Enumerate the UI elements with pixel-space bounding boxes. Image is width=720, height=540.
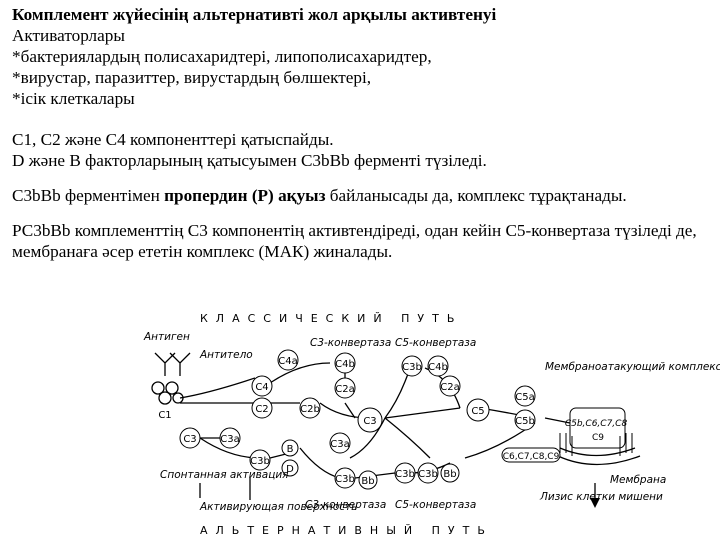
- complement-pathway-diagram: С1 С4а С4 С4b С2а С2 С2b С3 С3а С3b С4b …: [143, 312, 720, 537]
- activators-heading: Активаторлары: [12, 26, 125, 45]
- svg-text:С5b: С5b: [515, 416, 535, 427]
- svg-text:С3b: С3b: [418, 469, 438, 480]
- svg-text:С1: С1: [158, 410, 171, 421]
- node-c3b-ba: С3b: [334, 467, 356, 489]
- node-c5b: С5b: [514, 409, 536, 431]
- lysis-label: Лизис клетки мишени: [539, 491, 663, 503]
- svg-text:С3b: С3b: [250, 456, 270, 467]
- node-bb: Bb: [358, 470, 378, 490]
- classic-path-label: КЛАССИЧЕСКИЙ ПУТЬ: [200, 312, 462, 325]
- activating-surface-label: Активирующая поверхность: [199, 501, 357, 513]
- svg-text:С2а: С2а: [440, 382, 459, 393]
- svg-text:С3: С3: [363, 416, 376, 427]
- node-c4b: С4b: [334, 352, 356, 374]
- c5-convertase-bottom-label: С5-конвертаза: [395, 499, 476, 511]
- node-c2b: С2b: [299, 397, 321, 419]
- paragraph-1-line-1: С1, С2 және С4 компоненттері қатыспайды.: [12, 130, 334, 149]
- svg-text:С5: С5: [471, 406, 484, 417]
- node-c3b-right2: С3b: [417, 462, 439, 484]
- node-c2a-right: С2а: [439, 375, 461, 397]
- svg-text:С3b: С3b: [395, 469, 415, 480]
- spontaneous-label: Спонтанная активация: [160, 469, 288, 481]
- paragraph-2: С3bBb ферментімен пропердин (Р) ақуыз ба…: [12, 185, 717, 206]
- node-c3-left: С3: [179, 427, 201, 449]
- svg-text:С4b: С4b: [335, 359, 355, 370]
- slide-text: Комплемент жүйесінің альтернативті жол а…: [12, 4, 717, 262]
- activator-item: *ісік клеткалары: [12, 89, 135, 108]
- svg-text:С2: С2: [255, 404, 268, 415]
- p2-suffix: байланысады да, комплекс тұрақтанады.: [325, 186, 627, 205]
- svg-text:С4b: С4b: [428, 362, 448, 373]
- node-c3: С3: [357, 407, 383, 433]
- svg-text:С3а: С3а: [220, 434, 239, 445]
- svg-text:С2а: С2а: [335, 384, 354, 395]
- antibody-label: Антитело: [199, 349, 253, 361]
- membrane-label: Мембрана: [610, 474, 666, 486]
- svg-text:С3b: С3b: [402, 362, 422, 373]
- node-c2: С2: [251, 397, 273, 419]
- svg-text:С3а: С3а: [330, 439, 349, 450]
- svg-text:С6,С7,С8,С9: С6,С7,С8,С9: [503, 452, 560, 462]
- svg-text:D: D: [286, 464, 294, 475]
- antibody-icon: [151, 352, 191, 405]
- node-c4a: С4а: [277, 349, 299, 371]
- svg-text:С9: С9: [592, 433, 604, 443]
- mac-complex: С5b,С6,С7,С8 С9 С6,С7,С8,С9: [501, 407, 641, 466]
- node-c3a-left: С3а: [219, 427, 241, 449]
- paragraph-1-line-2: D және В факторларының қатысуымен С3bBb …: [12, 151, 487, 170]
- node-c2a-top: С2а: [334, 377, 356, 399]
- paragraph-3: РС3bBb комплементтің С3 компонентің акти…: [12, 221, 697, 261]
- mac-label: Мембраноатакующий комплекс: [545, 361, 720, 373]
- svg-text:С3: С3: [183, 434, 196, 445]
- activator-item: *вирустар, паразиттер, вирустардың бөлше…: [12, 68, 372, 87]
- alternative-path-label: АЛЬТЕРНАТИВНЫЙ ПУТЬ: [200, 524, 493, 537]
- node-c5: С5: [466, 398, 490, 422]
- c3-convertase-bottom-label: С3-конвертаза: [305, 499, 386, 511]
- c3-convertase-top-label: С3-конвертаза: [310, 337, 391, 349]
- svg-text:B: B: [287, 444, 294, 455]
- node-c3b-low: С3b: [249, 449, 271, 471]
- svg-text:С4а: С4а: [278, 356, 297, 367]
- svg-text:С2b: С2b: [300, 404, 320, 415]
- svg-text:Bb: Bb: [361, 476, 374, 487]
- svg-text:С5b,С6,С7,С8: С5b,С6,С7,С8: [565, 419, 628, 429]
- activator-item: *бактериялардың полисахаридтері, липопол…: [12, 47, 432, 66]
- antigen-label: Антиген: [143, 331, 190, 343]
- svg-text:С4: С4: [255, 382, 268, 393]
- node-c3a-mid: С3а: [329, 432, 351, 454]
- svg-text:С3b: С3b: [335, 474, 355, 485]
- c5-convertase-top-label: С5-конвертаза: [395, 337, 476, 349]
- p2-prefix: С3bBb ферментімен: [12, 186, 165, 205]
- node-c5a: С5а: [514, 385, 536, 407]
- svg-text:Bb: Bb: [443, 469, 456, 480]
- svg-text:С5а: С5а: [515, 392, 534, 403]
- p2-bold: пропердин (Р) ақуыз: [164, 186, 326, 205]
- node-b: B: [281, 439, 299, 457]
- node-c4: С4: [251, 375, 273, 397]
- node-bb2: Bb: [440, 463, 460, 483]
- node-d: D: [281, 459, 299, 477]
- node-c3b-top: С3b: [401, 355, 423, 377]
- slide-title: Комплемент жүйесінің альтернативті жол а…: [12, 5, 497, 24]
- node-c4b-2: С4b: [427, 355, 449, 377]
- node-c3b-right1: С3b: [394, 462, 416, 484]
- node-c1: С1: [158, 410, 171, 421]
